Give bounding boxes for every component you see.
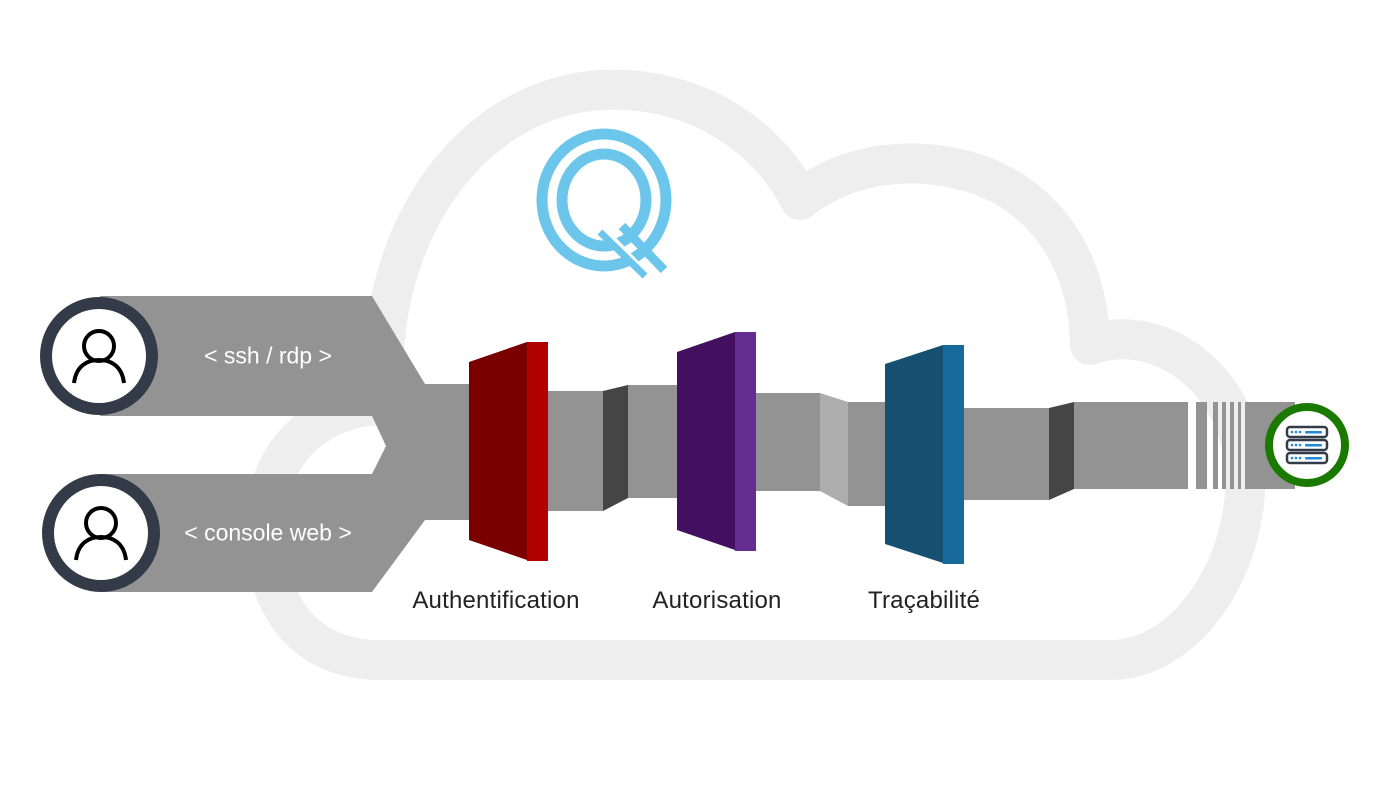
stage-label-authentification: Authentification [412,587,580,614]
protocol-label-ssh: < ssh / rdp > [204,342,332,369]
pipe-segment [756,393,820,491]
gate-authentification [469,342,548,561]
source-pipe-ssh [100,296,425,416]
protocol-label-web: < console web > [184,519,352,546]
pipe-merge [372,416,425,474]
user-icon [72,329,126,384]
pipe-segment [964,408,1049,500]
pipe-joint [603,385,628,511]
target-server[interactable] [1265,403,1349,487]
pipe-joint [820,393,848,506]
user-icon [74,506,128,561]
gate-autorisation [677,332,756,551]
user-avatar-web[interactable] [42,474,160,592]
cloud-background [245,69,1266,680]
pipe-segment [1074,402,1188,489]
q-logo-icon [536,128,672,286]
pipe-joint [1049,402,1074,500]
stage-label-tracabilite: Traçabilité [867,587,981,614]
stage-label-autorisation: Autorisation [652,587,782,614]
gate-tracabilite [885,345,964,564]
pipe-segment [548,391,603,511]
user-avatar-ssh[interactable] [40,297,158,415]
server-icon [1285,425,1329,465]
